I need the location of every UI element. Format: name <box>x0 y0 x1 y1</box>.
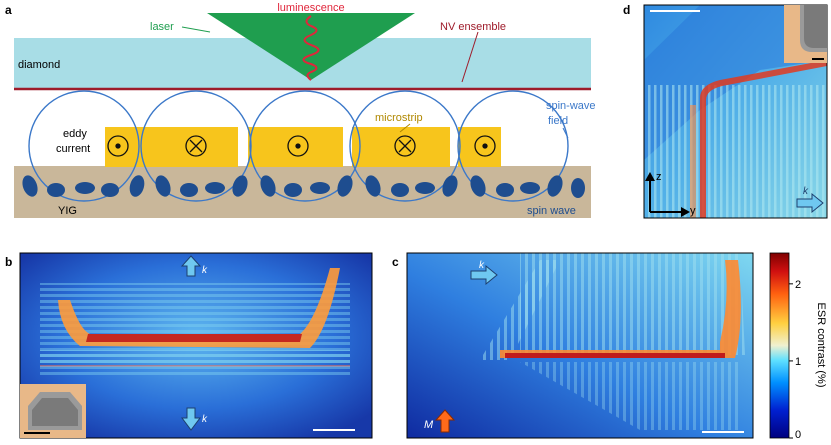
colorbar-gradient <box>769 252 790 439</box>
spin-wave-field-lines <box>28 90 569 202</box>
panel-c: c k M <box>392 252 754 439</box>
m-label: M <box>424 419 434 431</box>
eddy-current-symbols <box>107 135 496 157</box>
k-label-bottom: k <box>202 414 208 425</box>
axis-y-label: y <box>690 205 696 217</box>
colorbar-tick-label: 1 <box>795 356 801 368</box>
panel-b: b k k <box>5 252 373 439</box>
inset-b <box>20 384 86 438</box>
colorbar-title: ESR contrast (%) <box>815 303 827 388</box>
luminescence-label: luminescence <box>277 2 344 14</box>
eddy-label: eddy <box>63 128 87 140</box>
panel-b-letter: b <box>5 255 12 269</box>
inset-d <box>784 5 827 63</box>
colorbar: 2 1 0 ESR contrast (%) <box>769 252 827 441</box>
microstrip-label: microstrip <box>375 112 423 124</box>
panel-c-letter: c <box>392 255 399 269</box>
colorbar-ticks: 2 1 0 <box>789 279 801 441</box>
k-arrow-right-d-icon <box>796 192 824 214</box>
spin-wave-bottom-label: spin wave <box>527 205 576 217</box>
current-label: current <box>56 143 90 155</box>
diamond-label: diamond <box>18 59 60 71</box>
k-arrow-down-icon <box>181 407 201 431</box>
yig-label: YIG <box>58 205 77 217</box>
spin-wave-label: spin-wave <box>546 100 596 112</box>
panel-a: a luminescence laser NV ensemble diamond… <box>5 2 596 218</box>
k-arrow-up-icon <box>180 255 202 277</box>
axes-icon <box>645 172 690 217</box>
axis-z-label: z <box>656 171 662 183</box>
k-arrow-right-icon <box>470 264 498 286</box>
k-label-top: k <box>202 265 208 276</box>
microstrip-group <box>105 127 501 167</box>
field-label: field <box>548 115 568 127</box>
panel-d: d z y k <box>623 3 828 219</box>
laser-cone <box>207 13 415 80</box>
colorbar-tick-label: 2 <box>795 279 801 291</box>
m-arrow-up-icon <box>434 409 456 433</box>
colorbar-tick-label: 0 <box>795 429 801 441</box>
laser-label: laser <box>150 21 174 33</box>
panel-a-letter: a <box>5 3 12 17</box>
k-label-c: k <box>479 260 485 271</box>
luminescence-wave <box>302 15 320 81</box>
nv-ensemble-label: NV ensemble <box>440 21 506 33</box>
k-label-d: k <box>803 186 809 197</box>
panel-d-letter: d <box>623 3 630 17</box>
spin-precession-icons <box>22 175 585 198</box>
